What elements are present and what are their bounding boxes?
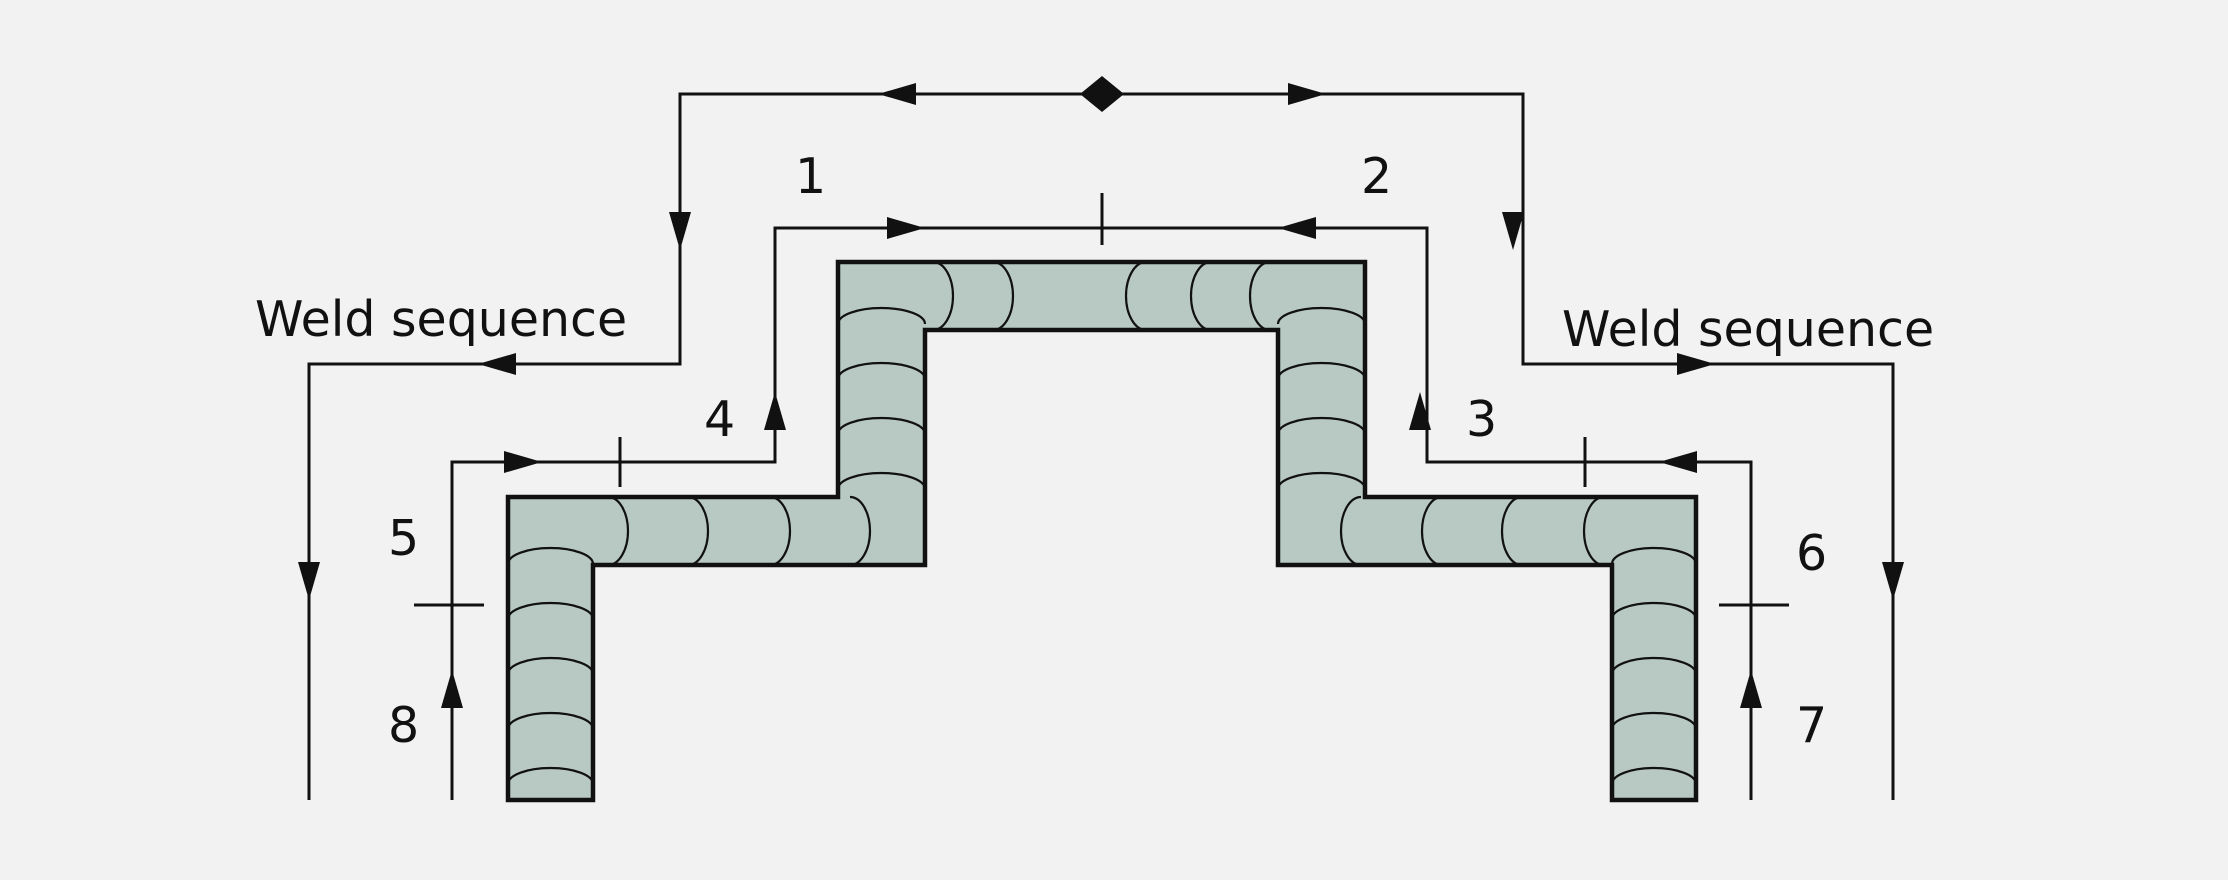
weld-ripple [1276,306,1367,325]
weld-ripples [506,260,1698,785]
step-number-4: 4 [704,391,735,448]
step-number-7: 7 [1796,697,1827,754]
weld-ripple [506,766,595,785]
weld-ripple [849,495,872,567]
weld-ripple [607,495,630,567]
weld-bead-outline [505,259,1699,803]
weld-ripple [1582,495,1605,567]
step-number-5: 5 [388,510,419,567]
weld-ripple [1610,656,1698,675]
sequence-lines [307,92,1895,800]
step-number-6: 6 [1796,525,1827,582]
arrowhead-icon [1278,217,1316,239]
weld-ripple [506,711,595,730]
weld-ripple [1248,260,1271,332]
weld-ripple [1276,361,1367,380]
weld-ripple [1610,711,1698,730]
weld-bead [505,259,1699,803]
weld-ripple [506,546,595,565]
weld-ripple [1610,546,1698,565]
arrowhead-icon [298,562,320,600]
diamond-icon [1080,76,1124,112]
inner-sequence-right-line [1102,226,1753,800]
segment-ticks [414,193,1789,607]
step-number-2: 2 [1361,148,1392,205]
weld-ripple [836,471,927,490]
weld-sequence-label-left: Weld sequence [255,291,627,348]
arrowhead-icon [1677,353,1715,375]
step-number-1: 1 [795,148,826,205]
step-number-3: 3 [1466,391,1497,448]
weld-ripple [992,260,1015,332]
step-number-8: 8 [388,697,419,754]
arrowhead-icon [887,217,925,239]
weld-ripple [932,260,955,332]
weld-ripple [1276,471,1367,490]
direction-arrows [298,83,1904,708]
weld-ripple [506,656,595,675]
weld-ripple [836,306,927,325]
weld-ripple [1339,495,1362,567]
weld-ripple [1500,495,1523,567]
arrowhead-icon [878,83,916,105]
weld-ripple [836,416,927,435]
weld-ripple [687,495,710,567]
weld-ripple [836,361,927,380]
weld-ripple [1610,766,1698,785]
weld-ripple [1124,260,1147,332]
arrowhead-icon [1409,392,1431,430]
arrowhead-icon [764,392,786,430]
weld-ripple [1276,416,1367,435]
weld-ripple [1610,601,1698,620]
outer-sequence-left-line [307,92,1102,800]
outer-sequence-right-line [1102,92,1895,800]
arrowhead-icon [1740,670,1762,708]
arrowhead-icon [478,353,516,375]
weld-ripple [506,601,595,620]
weld-ripple [1189,260,1212,332]
inner-sequence-left-line [450,226,1102,800]
weld-sequence-label-right: Weld sequence [1562,301,1934,358]
weld-ripple [1420,495,1443,567]
arrowhead-icon [1288,83,1326,105]
arrowhead-icon [441,670,463,708]
arrowhead-icon [669,212,691,250]
arrowhead-icon [504,451,542,473]
arrowhead-icon [1659,451,1697,473]
arrowhead-icon [1502,212,1524,250]
weld-ripple [769,495,792,567]
arrowhead-icon [1882,562,1904,600]
